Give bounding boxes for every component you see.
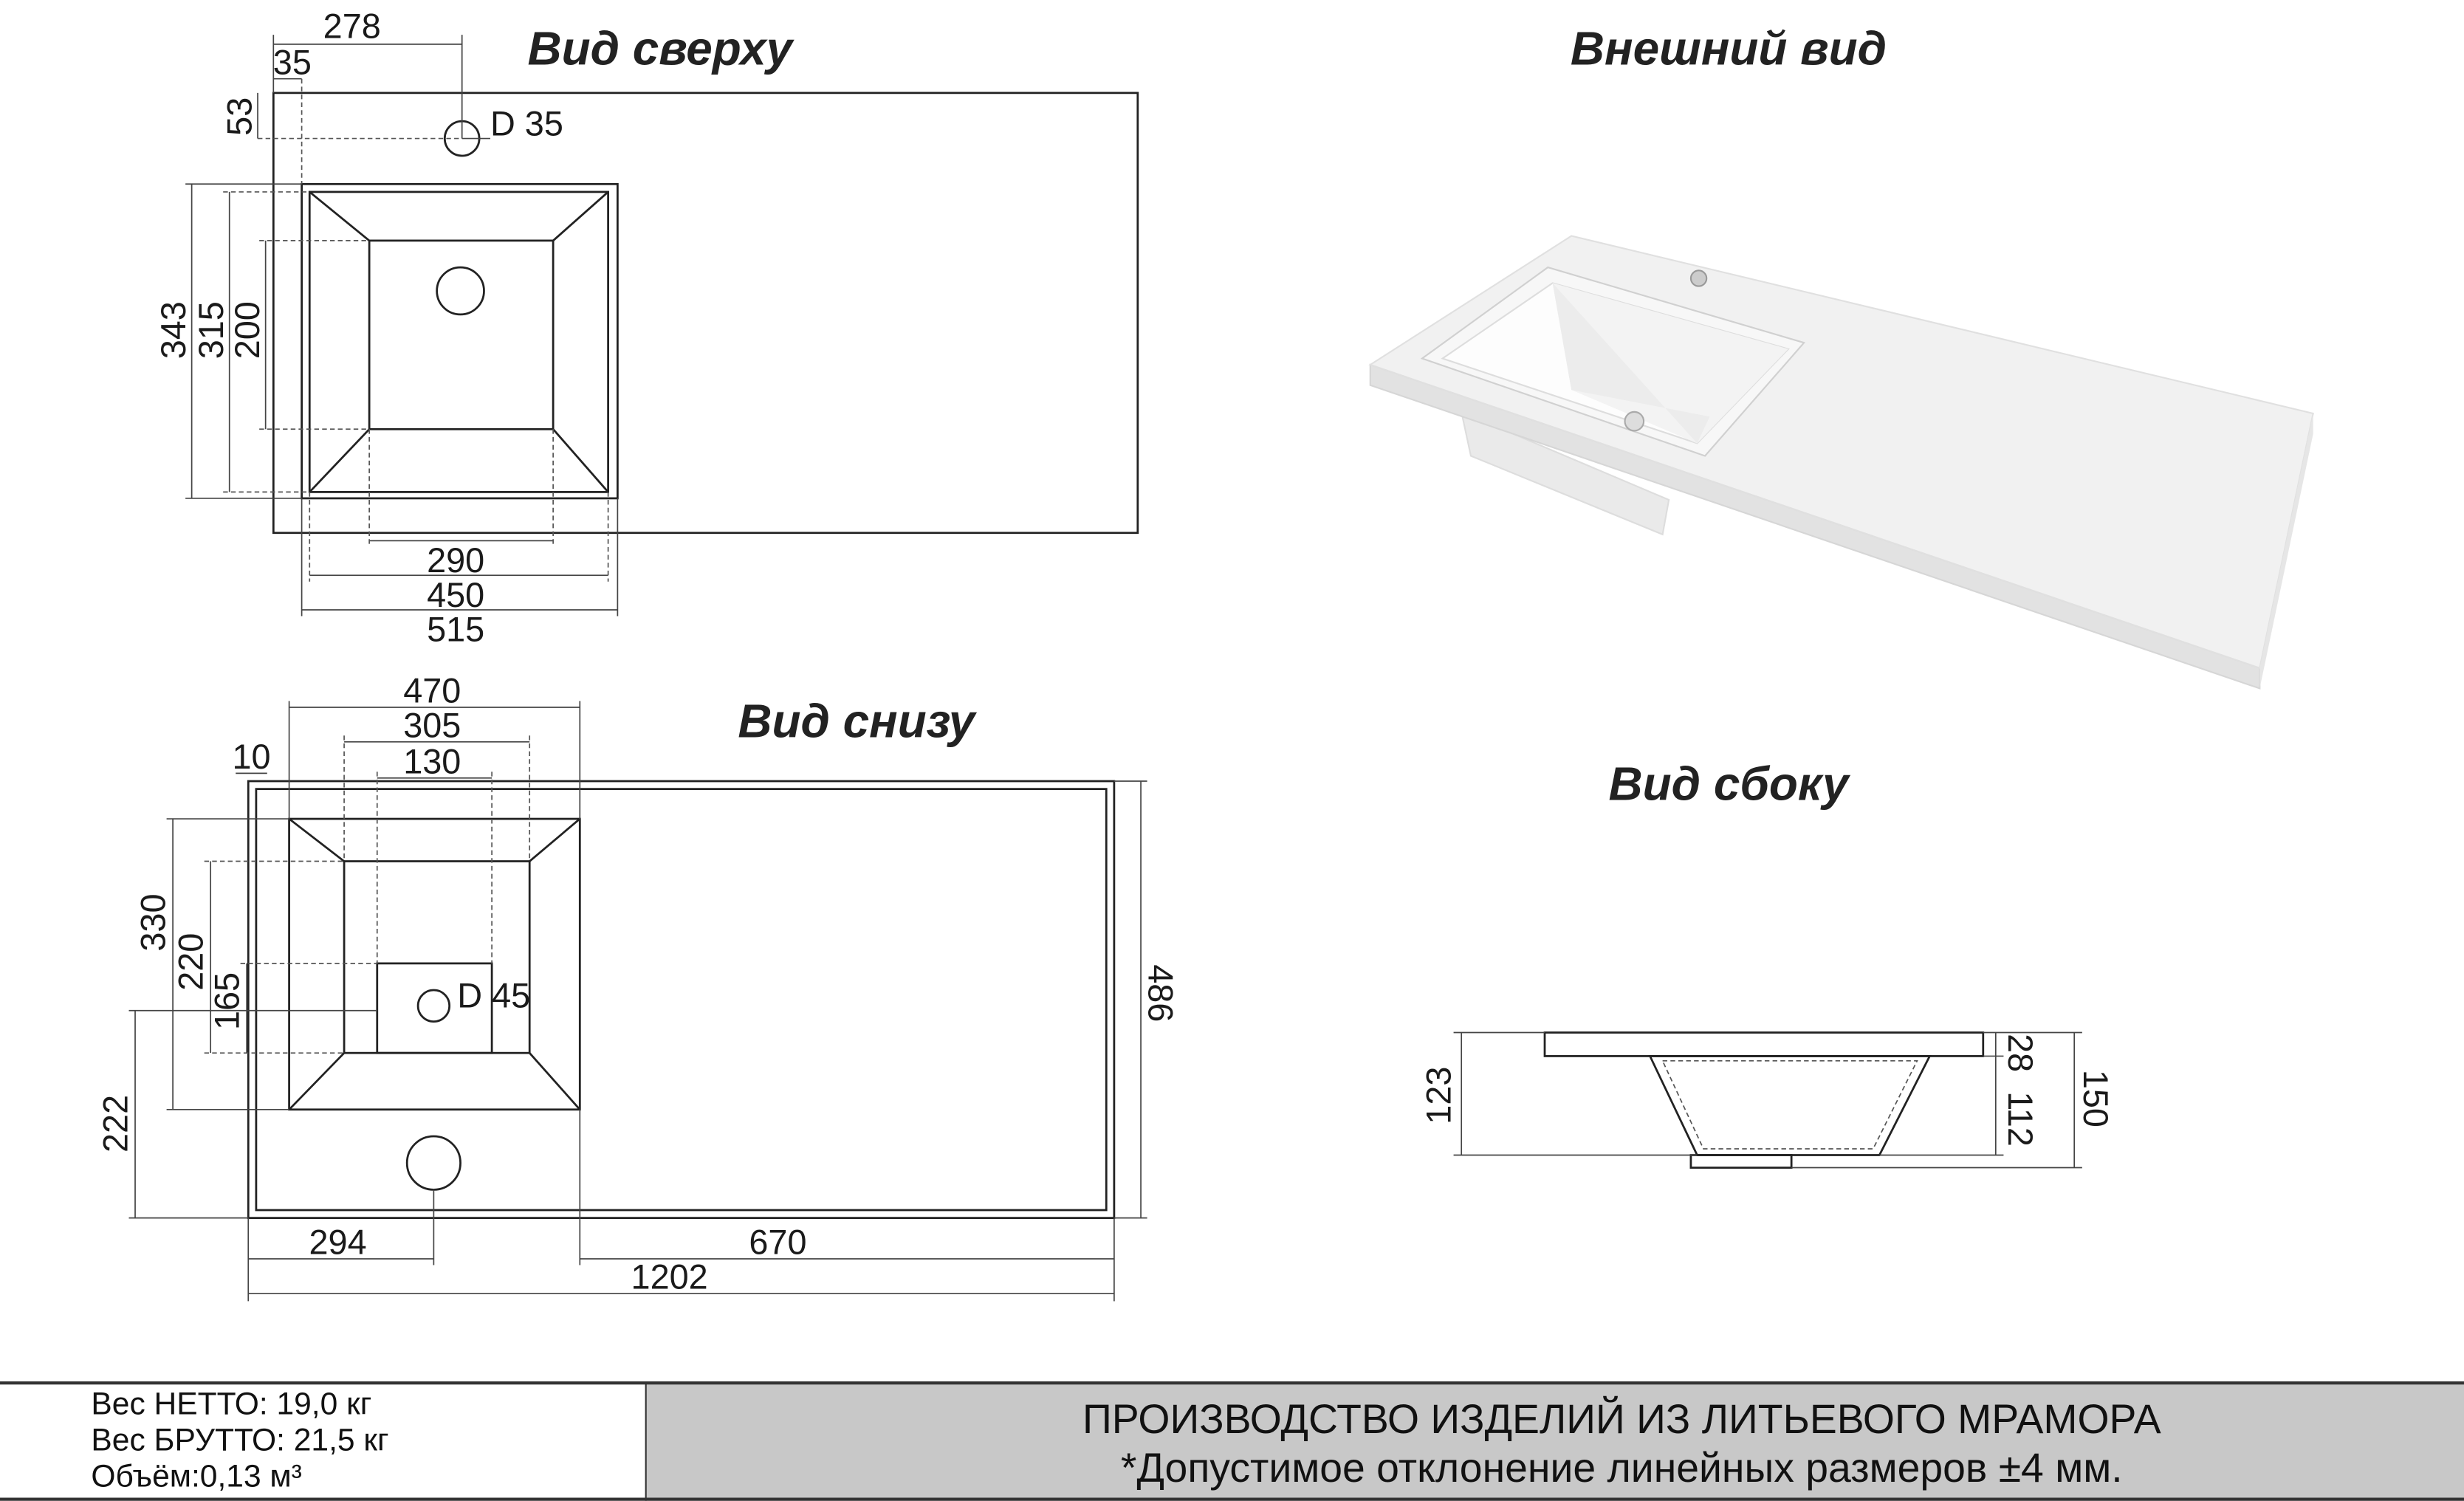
- dim-200: 200: [228, 301, 267, 359]
- gross-weight: Вес БРУТТО: 21,5 кг: [91, 1423, 388, 1458]
- dim-53: 53: [221, 97, 259, 136]
- net-weight: Вес НЕТТО: 19,0 кг: [91, 1387, 371, 1422]
- dim-486: 486: [1142, 964, 1180, 1022]
- dim-165: 165: [207, 972, 246, 1030]
- title-block: [0, 1381, 2464, 1501]
- dim-112: 112: [2001, 1091, 2039, 1147]
- drain-hole-label: D 45: [457, 976, 530, 1014]
- dim-450: 450: [427, 576, 484, 614]
- dim-220: 220: [172, 933, 210, 991]
- title-side-view: Вид сбоку: [1609, 758, 1851, 811]
- dim-305: 305: [403, 706, 461, 744]
- side-view-drawing: [1453, 1031, 2082, 1169]
- dim-670: 670: [749, 1223, 806, 1262]
- dim-330: 330: [134, 893, 172, 951]
- dim-278: 278: [323, 7, 381, 45]
- dim-10: 10: [232, 738, 270, 776]
- dim-150: 150: [2076, 1070, 2115, 1127]
- dim-28: 28: [2001, 1034, 2039, 1072]
- dim-315: 315: [192, 301, 230, 359]
- title-top-view: Вид сверху: [528, 22, 795, 75]
- dim-470: 470: [403, 672, 461, 710]
- dim-222: 222: [96, 1095, 134, 1153]
- company-slogan: ПРОИЗВОДСТВО ИЗДЕЛИЙ ИЗ ЛИТЬЕВОГО МРАМОР…: [1082, 1395, 2161, 1442]
- tolerance-note: *Допустимое отклонение линейных размеров…: [1121, 1445, 2123, 1491]
- dim-515: 515: [427, 611, 484, 649]
- dim-35: 35: [273, 43, 312, 81]
- dim-1202: 1202: [631, 1257, 708, 1296]
- tap-hole-label: D 35: [490, 104, 563, 142]
- drain-hole-icon: [436, 266, 485, 316]
- mount-hole-icon: [405, 1135, 461, 1191]
- dim-130: 130: [403, 742, 461, 780]
- drain-hole-icon: [416, 989, 451, 1023]
- exterior-render: [1368, 235, 2314, 690]
- dim-343: 343: [154, 301, 193, 359]
- top-view-drawing: [185, 35, 1139, 616]
- dim-290: 290: [427, 541, 484, 580]
- volume: Объём:0,13 м³: [91, 1459, 301, 1494]
- dim-123: 123: [1419, 1067, 1458, 1124]
- title-bottom-view: Вид снизу: [738, 694, 977, 747]
- tap-hole-icon: [1689, 269, 1708, 287]
- title-exterior-view: Внешний вид: [1571, 22, 1887, 75]
- dim-294: 294: [309, 1223, 367, 1262]
- drain-icon: [1624, 411, 1645, 432]
- bottom-view-drawing: [128, 701, 1147, 1302]
